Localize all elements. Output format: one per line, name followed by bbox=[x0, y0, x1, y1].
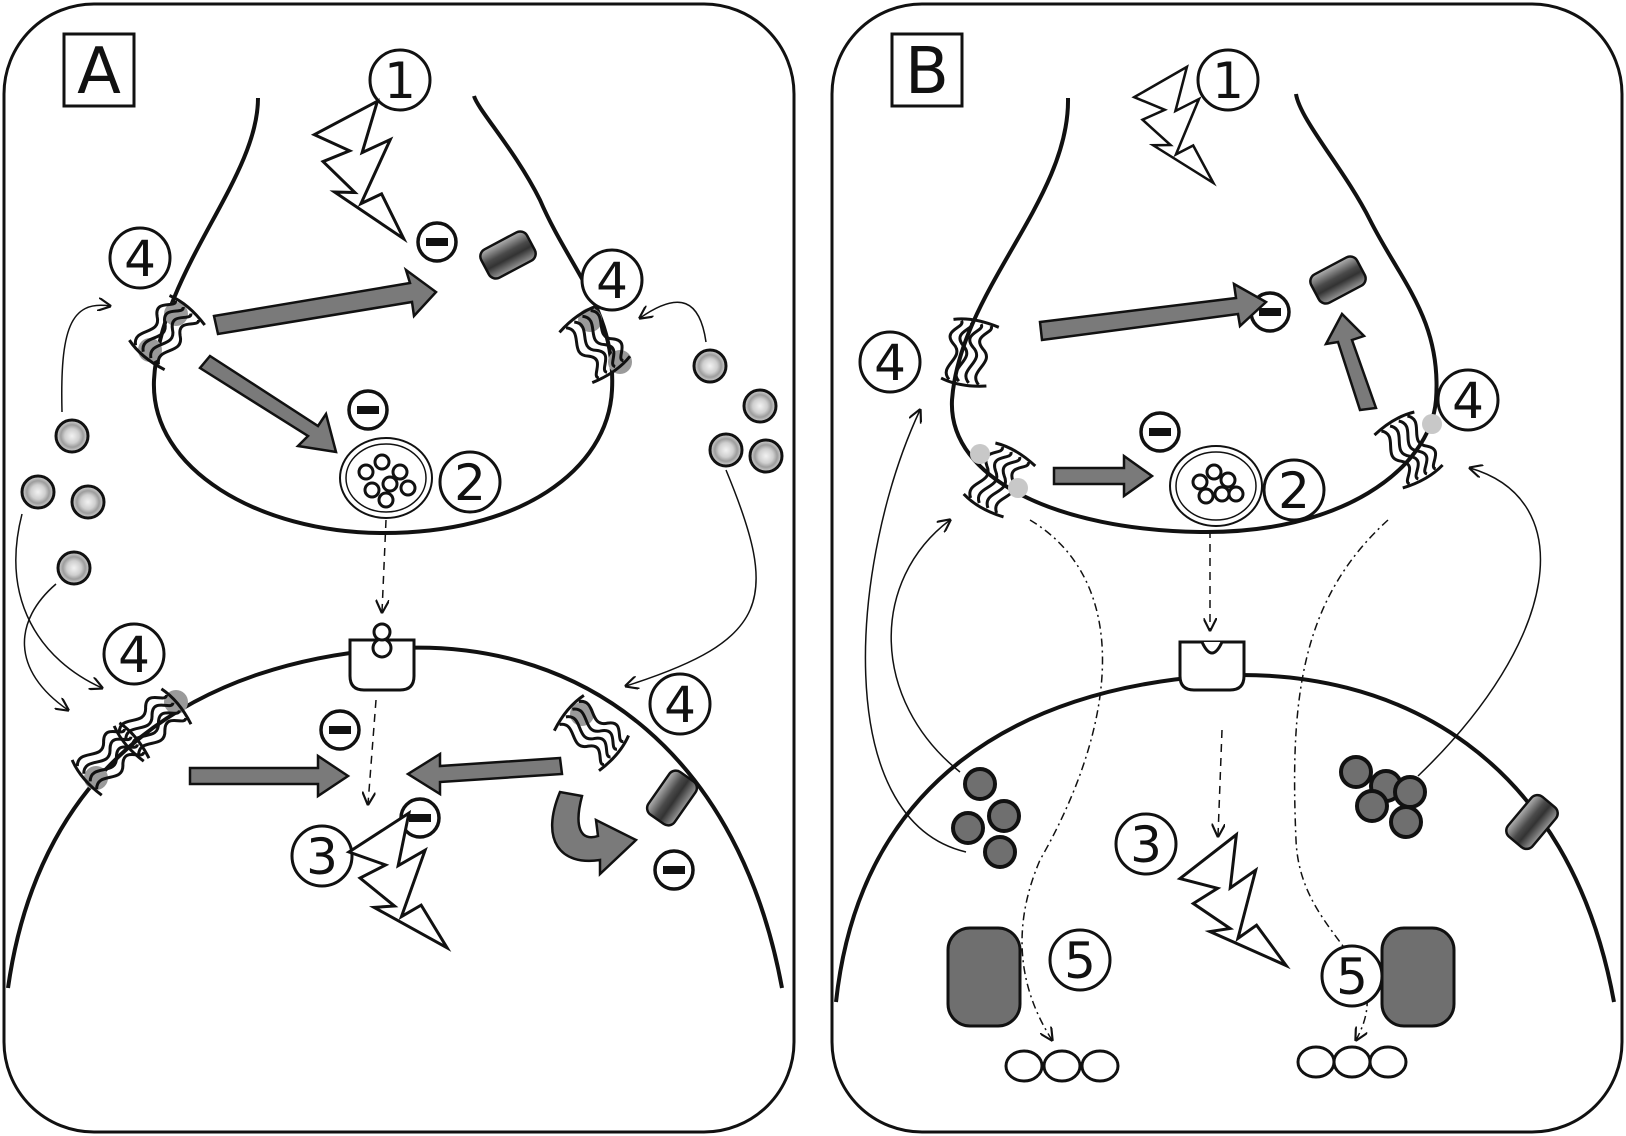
marker-4-a-2 bbox=[580, 248, 644, 312]
inhibition-minus-icon bbox=[416, 221, 458, 263]
marker-5-b-2 bbox=[1320, 944, 1384, 1008]
signal-arrow bbox=[1038, 281, 1269, 342]
marker-3-a bbox=[290, 824, 354, 888]
vesicle-icon bbox=[1169, 445, 1263, 527]
marker-1-b bbox=[1196, 48, 1260, 112]
marker-4-b-1 bbox=[858, 330, 922, 394]
panel-a: A 1 4 4 bbox=[2, 2, 796, 1134]
signal-arrow bbox=[1052, 453, 1155, 499]
marker-5-label: 5 bbox=[1336, 948, 1368, 1006]
panel-b-letter: B bbox=[905, 35, 949, 109]
ligand-cluster bbox=[20, 418, 106, 586]
panel-b-label-box bbox=[890, 32, 964, 108]
product-chain bbox=[1296, 1045, 1408, 1079]
marker-4-a-4 bbox=[648, 672, 712, 736]
marker-4-b-2 bbox=[1436, 368, 1500, 432]
marker-2-b bbox=[1262, 458, 1326, 522]
marker-1-a bbox=[368, 48, 432, 112]
organelle-right bbox=[1380, 926, 1456, 1028]
marker-4-label: 4 bbox=[664, 676, 696, 734]
postsynaptic-receptor bbox=[348, 622, 416, 692]
ligand-cluster bbox=[692, 348, 784, 474]
marker-1-b-label: 1 bbox=[1212, 52, 1244, 110]
marker-1-a-label: 1 bbox=[384, 52, 416, 110]
curved-signal-arrow bbox=[550, 790, 639, 877]
postsynaptic-receptor bbox=[1178, 640, 1246, 692]
marker-4-label: 4 bbox=[1452, 372, 1484, 430]
marker-5-b-1 bbox=[1048, 928, 1112, 992]
signal-arrow bbox=[198, 354, 338, 454]
organelle-left bbox=[946, 926, 1022, 1028]
marker-3-b-label: 3 bbox=[1130, 816, 1162, 874]
panel-a-letter: A bbox=[77, 35, 121, 109]
marker-4-label: 4 bbox=[118, 626, 150, 684]
signal-arrow bbox=[1323, 311, 1378, 412]
panel-b: B 1 4 4 bbox=[830, 2, 1624, 1134]
panel-a-frame bbox=[2, 2, 796, 1134]
signal-arrow bbox=[212, 266, 438, 336]
inhibition-minus-icon bbox=[653, 849, 695, 891]
marker-4-a-3 bbox=[102, 622, 166, 686]
marker-2-b-label: 2 bbox=[1278, 462, 1310, 520]
marker-3-a-label: 3 bbox=[306, 828, 338, 886]
marker-2-a-label: 2 bbox=[454, 454, 486, 512]
marker-4-a-1 bbox=[108, 226, 172, 290]
marker-2-a bbox=[438, 450, 502, 514]
inhibition-minus-icon bbox=[1139, 411, 1181, 453]
marker-3-b bbox=[1114, 812, 1178, 876]
panel-b-frame bbox=[830, 2, 1624, 1134]
signal-arrow bbox=[188, 753, 351, 799]
inhibition-minus-icon bbox=[319, 709, 361, 751]
marker-4-label: 4 bbox=[874, 334, 906, 392]
product-chain bbox=[1004, 1049, 1120, 1083]
inhibition-minus-icon bbox=[347, 389, 389, 431]
ligand-cluster bbox=[1339, 755, 1427, 839]
ligand-cluster bbox=[951, 767, 1021, 869]
panel-a-label-box bbox=[62, 32, 136, 108]
marker-5-label: 5 bbox=[1064, 932, 1096, 990]
marker-4-label: 4 bbox=[124, 230, 156, 288]
marker-4-label: 4 bbox=[596, 252, 628, 310]
vesicle-icon bbox=[339, 437, 433, 519]
signal-arrow bbox=[405, 751, 564, 797]
